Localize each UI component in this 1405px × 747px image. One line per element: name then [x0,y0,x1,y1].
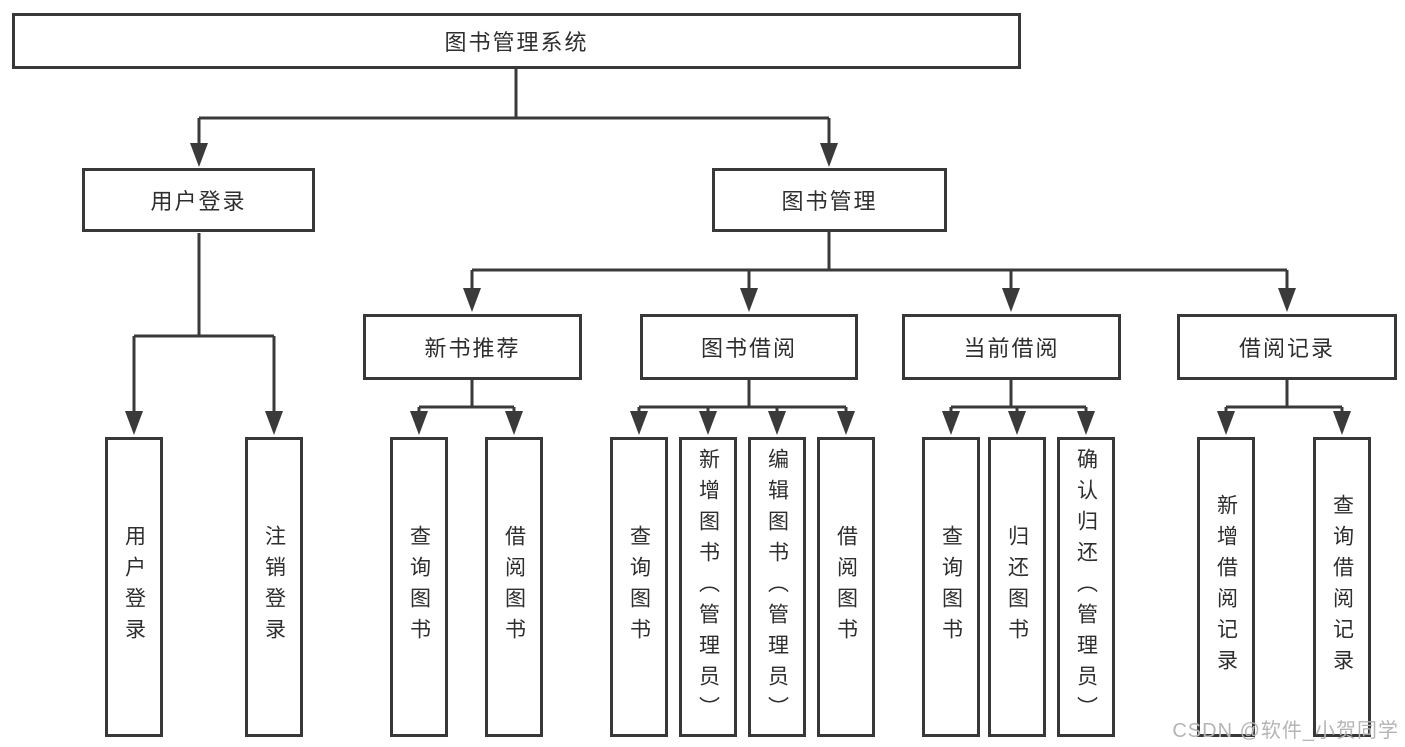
arrowhead [265,411,283,435]
arrowhead [1278,288,1296,312]
arrowhead [768,411,786,435]
connector-user-login-branch [132,233,276,413]
arrowhead [410,411,428,435]
leaf-query-borrow-record: 查询借阅记录 [1313,437,1371,737]
connector-current-borrow-branch [949,380,1088,414]
connector-lines [132,69,1344,414]
leaf-return-books: 归还图书 [988,437,1046,737]
arrowhead [1217,411,1235,435]
node-book-management: 图书管理 [712,168,947,232]
node-borrow-records: 借阅记录 [1177,314,1397,380]
arrowhead [740,288,758,312]
arrowhead [190,143,208,167]
leaf-edit-books-admin: 编辑图书（管理员） [748,437,806,737]
leaf-add-books-admin: 新增图书（管理员） [679,437,737,737]
arrowhead [942,411,960,435]
leaf-query-books-recommend: 查询图书 [390,437,448,737]
node-new-book-recommend: 新书推荐 [363,314,582,380]
leaf-query-books-borrow: 查询图书 [610,437,668,737]
connector-borrow-records-branch [1224,380,1344,414]
leaf-user-login: 用户登录 [105,437,163,737]
arrowhead [125,411,143,435]
connector-book-management-branch [470,232,1289,291]
leaf-confirm-return-admin: 确认归还（管理员） [1057,437,1115,737]
arrowheads [125,143,1351,435]
arrowhead [630,411,648,435]
node-current-borrow: 当前借阅 [902,314,1121,380]
arrowhead [1077,411,1095,435]
connector-new-book-branch [417,380,516,414]
leaf-borrow-books-recommend: 借阅图书 [485,437,543,737]
arrowhead [1333,411,1351,435]
leaf-logout: 注销登录 [245,437,303,737]
leaf-borrow-books: 借阅图书 [817,437,875,737]
node-book-borrow: 图书借阅 [640,314,858,380]
leaf-add-borrow-record: 新增借阅记录 [1197,437,1255,737]
connector-root-to-level2 [197,69,831,145]
node-user-login: 用户登录 [82,168,315,232]
leaf-query-books-current: 查询图书 [922,437,980,737]
arrowhead [1002,288,1020,312]
arrowhead [1008,411,1026,435]
arrowhead [820,143,838,167]
arrowhead [837,411,855,435]
arrowhead [505,411,523,435]
arrowhead [463,288,481,312]
connector-book-borrow-branch [637,380,848,414]
arrowhead [699,411,717,435]
node-root: 图书管理系统 [12,13,1021,69]
csdn-watermark: CSDN @软件_小贺同学 [1172,720,1399,742]
